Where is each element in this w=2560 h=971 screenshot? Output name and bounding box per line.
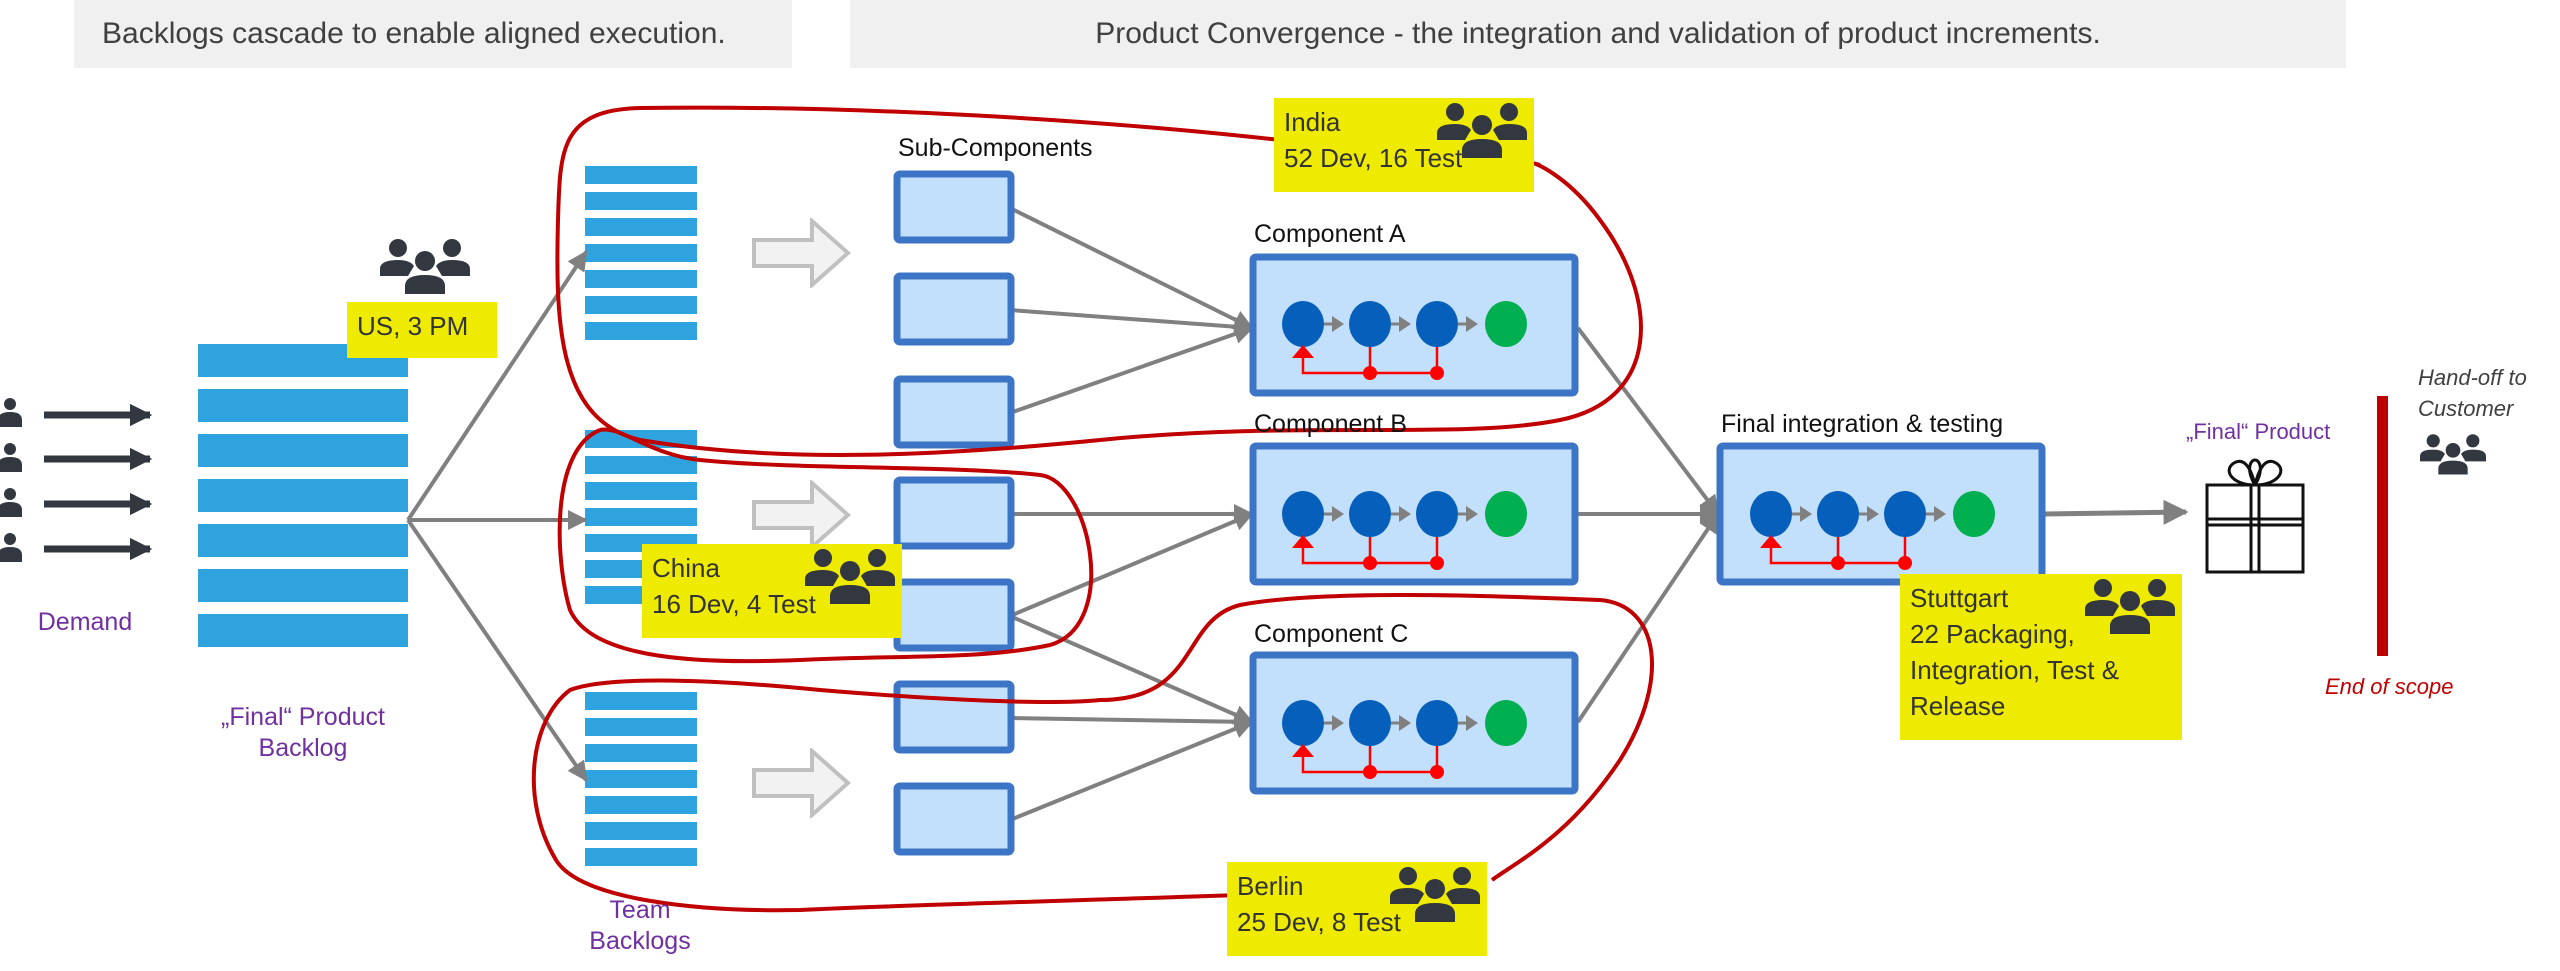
section-banner-backlogs: Backlogs cascade to enable aligned execu… <box>74 0 792 68</box>
team-tag-berlin: Berlin 25 Dev, 8 Test <box>1227 862 1487 956</box>
backlog-item <box>198 569 408 602</box>
team-tag-china: China 16 Dev, 4 Test <box>642 544 902 638</box>
backlog-item <box>585 166 697 184</box>
people-group-icon <box>380 239 470 294</box>
team-tag-stuttgart: Stuttgart 22 Packaging, Integration, Tes… <box>1900 574 2182 740</box>
people-group-icon <box>2085 579 2175 634</box>
china-boundary <box>557 427 1094 664</box>
backlog-item <box>585 718 697 736</box>
backlog-item <box>585 508 697 526</box>
backlog-item <box>198 614 408 647</box>
backlog-item <box>585 218 697 236</box>
sub-components <box>893 170 1015 856</box>
backlog-item <box>585 322 697 340</box>
backlog-item <box>198 434 408 467</box>
team-tag-us: US, 3 PM <box>347 302 497 358</box>
hand-off-label: Hand-off to Customer <box>2418 365 2527 421</box>
section-banner-convergence: Product Convergence - the integration an… <box>850 0 2346 68</box>
team-backlog <box>585 692 697 866</box>
team-boundaries <box>531 105 1655 913</box>
backlog-item <box>585 270 697 288</box>
backlog-item <box>585 296 697 314</box>
banner-text: Backlogs cascade to enable aligned execu… <box>102 17 726 50</box>
sub-component-box <box>893 476 1015 550</box>
team-tag-india: India 52 Dev, 16 Test <box>1274 98 1534 192</box>
sub-component-box <box>893 375 1015 449</box>
demand-label: Demand <box>37 608 133 636</box>
end-of-scope-label: End of scope <box>2325 674 2454 699</box>
component-a-label: Component A <box>1254 220 1406 248</box>
person-icon <box>0 488 22 517</box>
backlog-item <box>198 389 408 422</box>
berlin-boundary <box>531 593 1655 913</box>
sub-component-box <box>893 578 1015 652</box>
backlog-item <box>585 848 697 866</box>
sub-component-box <box>893 272 1015 346</box>
component-c <box>1249 651 1579 795</box>
person-icon <box>0 443 22 472</box>
gift-icon <box>2205 458 2305 574</box>
end-of-scope-line <box>2377 396 2388 656</box>
backlog-item <box>585 796 697 814</box>
hollow-arrow-right-icon <box>752 481 850 549</box>
team-backlog <box>585 166 697 340</box>
backlog-item <box>198 479 408 512</box>
sub-components-label: Sub-Components <box>898 134 1093 162</box>
backlog-item <box>585 482 697 500</box>
sub-component-box <box>893 680 1015 754</box>
sub-component-box <box>893 782 1015 856</box>
final-product-backlog <box>198 344 408 647</box>
person-icon <box>0 533 22 562</box>
backlog-item <box>585 770 697 788</box>
component-b <box>1249 442 1579 586</box>
final-product-label: „Final“ Product <box>2186 419 2331 444</box>
people-group-icon <box>2420 434 2486 475</box>
backlog-item <box>585 244 697 262</box>
hollow-arrow-right-icon <box>752 219 850 287</box>
backlog-item <box>585 744 697 762</box>
component-a <box>1249 253 1579 397</box>
cascade-arrow <box>406 518 588 782</box>
people-group-icon <box>805 549 895 604</box>
backlog-item <box>198 524 408 557</box>
final-integration-box <box>1716 442 2046 586</box>
final-product-backlog-label: „Final“ Product Backlog <box>221 703 385 762</box>
component-b-label: Component B <box>1254 410 1407 438</box>
banner-text: Product Convergence - the integration an… <box>1095 17 2101 50</box>
team-backlogs-label: Team Backlogs <box>589 896 691 955</box>
backlog-item <box>585 822 697 840</box>
person-icon <box>0 398 22 427</box>
sub-component-box <box>893 170 1015 244</box>
sub-component-connectors <box>1009 206 2189 822</box>
backlog-item <box>585 192 697 210</box>
final-integration-label: Final integration & testing <box>1721 410 2004 438</box>
demand-sources <box>0 398 153 562</box>
backlog-item <box>585 456 697 474</box>
people-group-icon <box>1390 867 1480 922</box>
people-group-icon <box>1437 103 1527 158</box>
backlog-item <box>585 692 697 710</box>
component-c-label: Component C <box>1254 620 1409 648</box>
hollow-arrow-right-icon <box>752 749 850 817</box>
india-boundary <box>555 105 1643 457</box>
